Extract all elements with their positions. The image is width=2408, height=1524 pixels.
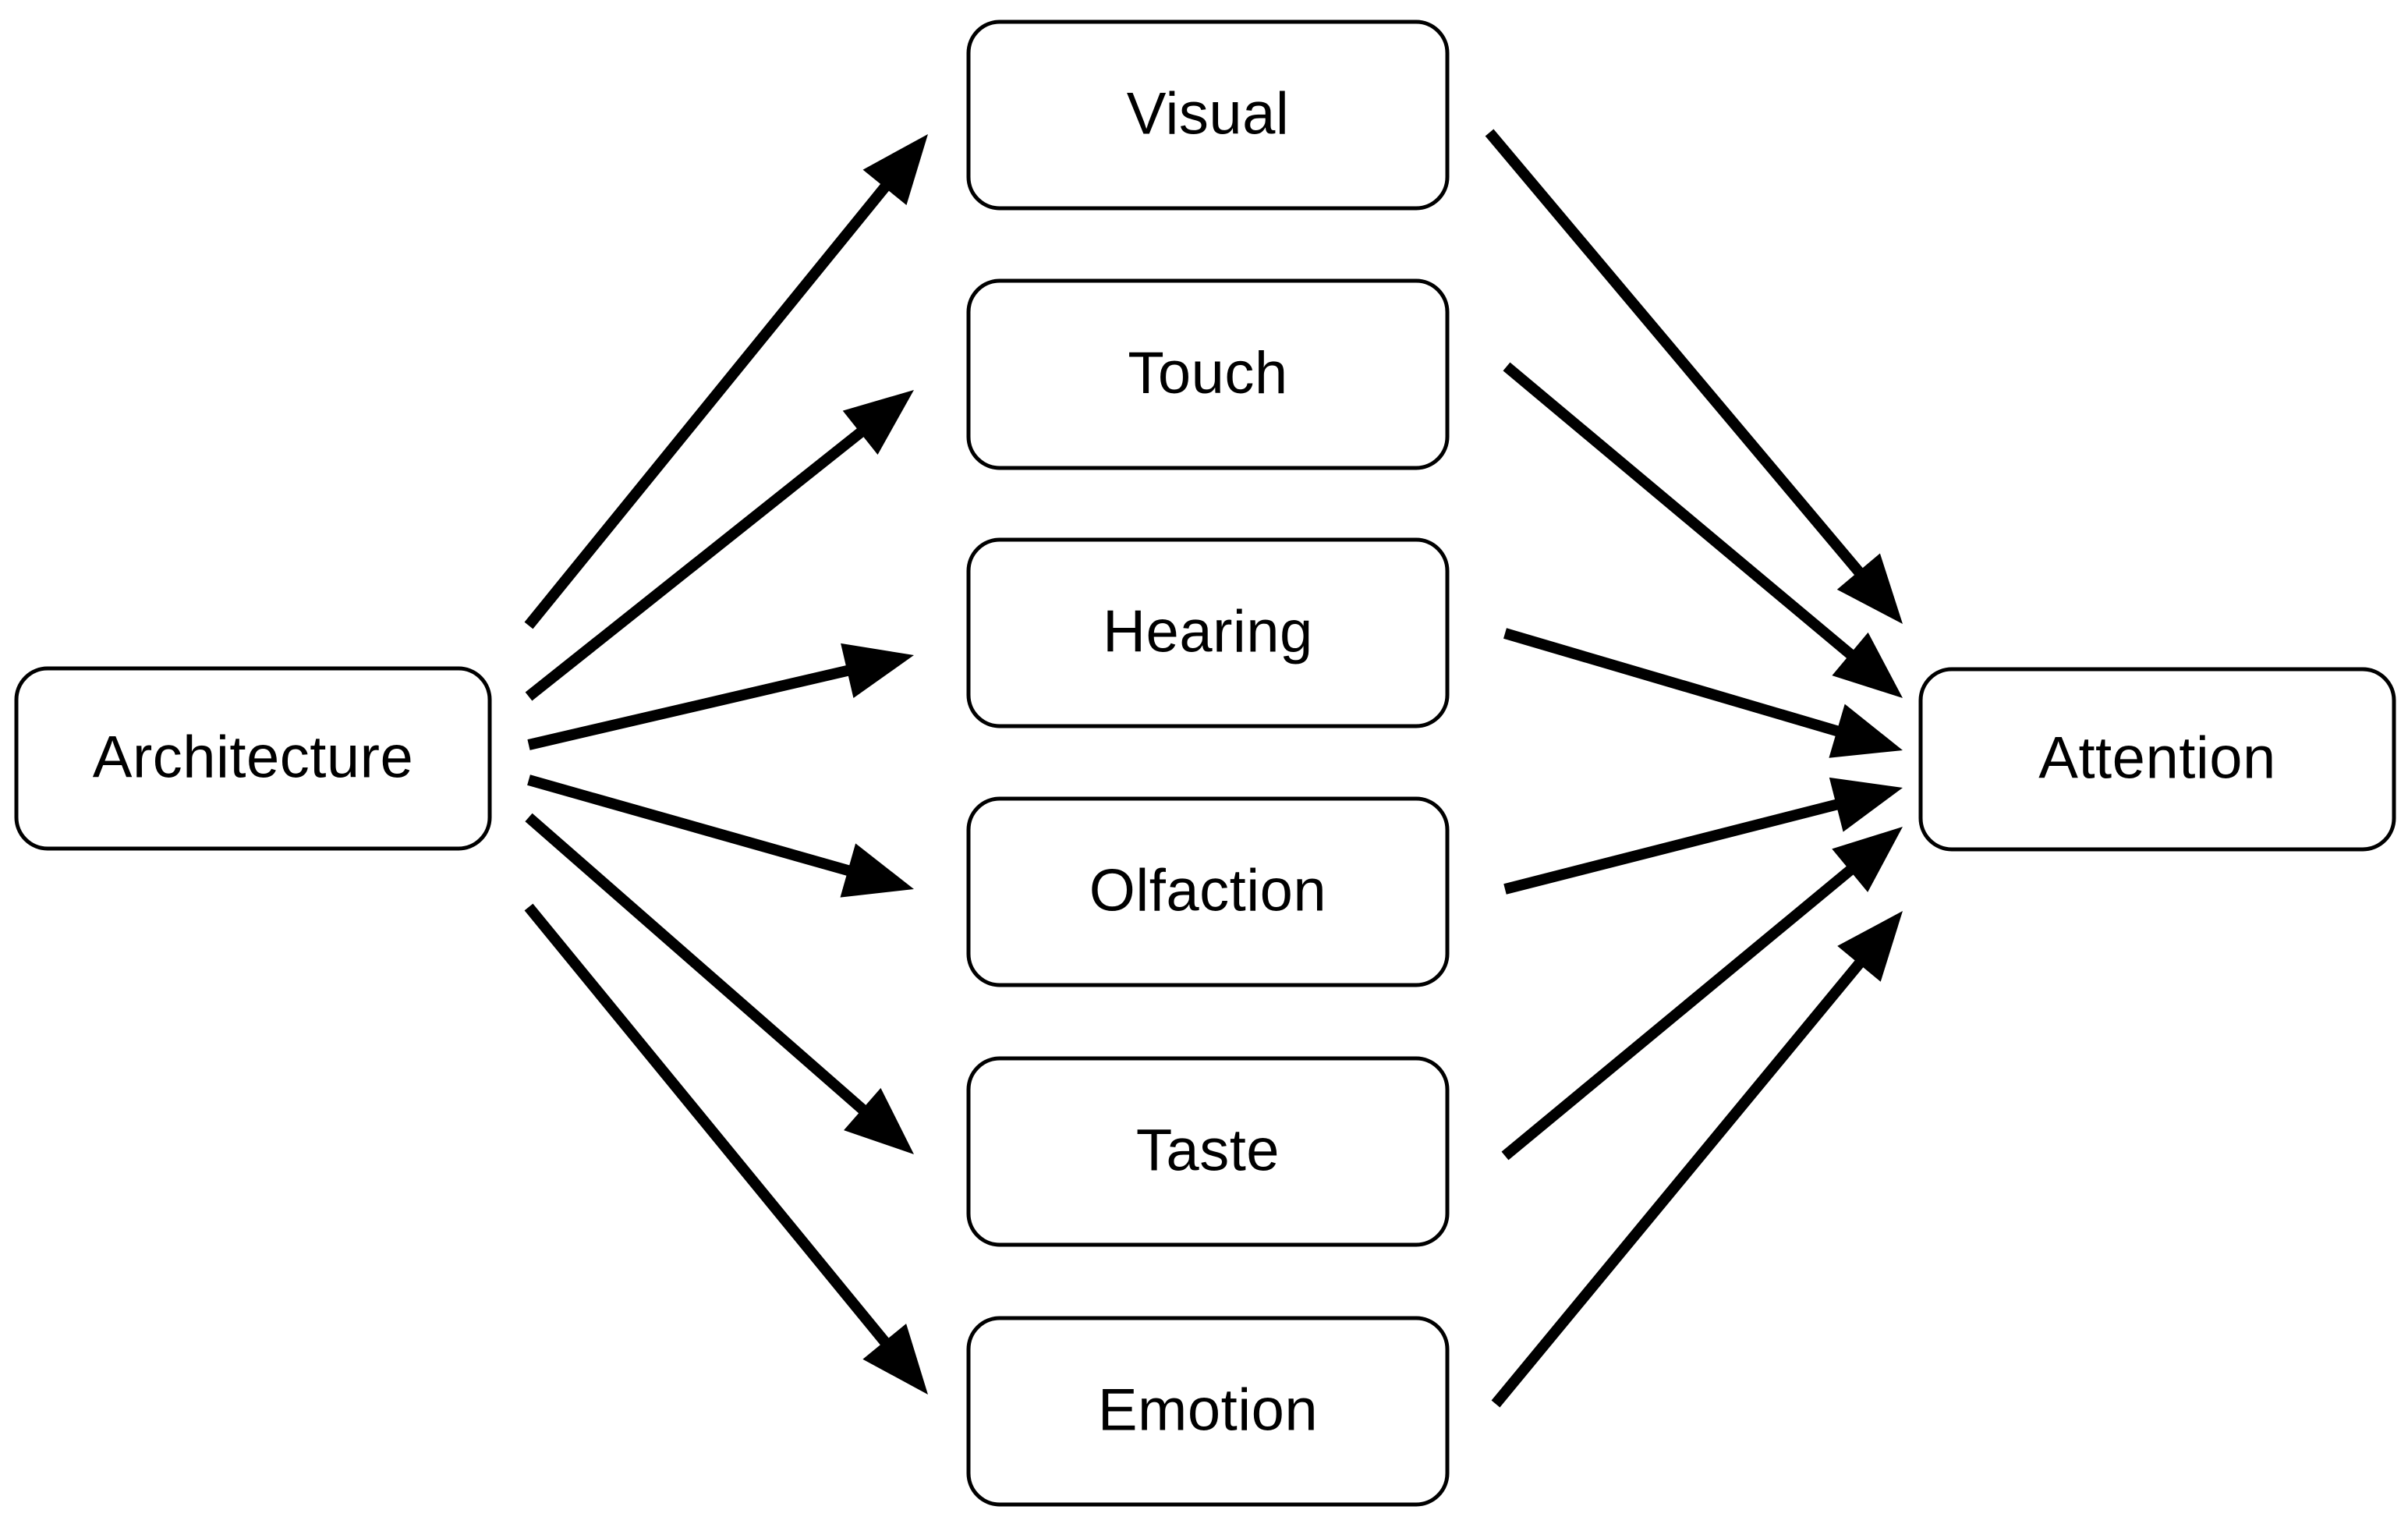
edge-line-hearing <box>527 664 855 750</box>
architecture-box[interactable] <box>14 666 492 851</box>
node-emotion[interactable]: Emotion <box>966 1316 1450 1507</box>
edge-architecture-to-emotion <box>524 903 928 1395</box>
arrowhead-icon-hearing <box>1829 704 1903 758</box>
hearing-box[interactable] <box>966 537 1450 728</box>
arrowhead-icon-emotion <box>1837 911 1903 982</box>
edge-visual-to-attention <box>1485 129 1903 624</box>
node-visual[interactable]: Visual <box>966 19 1450 211</box>
arrowhead-icon-touch <box>842 390 914 455</box>
visual-box[interactable] <box>966 19 1450 211</box>
olfaction-box[interactable] <box>966 796 1450 987</box>
architecture-label: Architecture <box>93 725 414 791</box>
arrowhead-icon-taste <box>844 1087 914 1154</box>
edge-architecture-to-olfaction <box>527 774 914 898</box>
edge-taste-to-attention <box>1501 827 1903 1161</box>
edge-line-visual <box>1485 129 1867 580</box>
emotion-box[interactable] <box>966 1316 1450 1507</box>
edge-line-olfaction <box>1503 797 1844 895</box>
olfaction-label: Olfaction <box>1089 858 1326 924</box>
edge-line-taste <box>1501 862 1858 1161</box>
arrowhead-icon-visual <box>1836 553 1903 624</box>
arrowhead-icon-hearing <box>841 643 914 699</box>
arrowhead-icon-olfaction <box>1829 777 1903 832</box>
arrowhead-icon-visual <box>862 134 928 205</box>
edge-architecture-to-visual <box>524 134 928 629</box>
touch-label: Touch <box>1128 340 1287 406</box>
edge-line-touch <box>525 424 869 701</box>
arrowhead-icon-touch <box>1832 632 1903 698</box>
attention-label: Attention <box>2038 725 2276 792</box>
arrowhead-icon-taste <box>1832 827 1903 892</box>
node-taste[interactable]: Taste <box>966 1056 1450 1247</box>
edges-architecture-to-senses <box>524 134 928 1395</box>
edges-senses-to-attention <box>1485 129 1903 1408</box>
attention-box[interactable] <box>1918 667 2396 852</box>
edge-olfaction-to-attention <box>1503 777 1903 895</box>
node-attention[interactable]: Attention <box>1918 667 2396 852</box>
taste-label: Taste <box>1136 1118 1280 1184</box>
edge-hearing-to-attention <box>1503 628 1903 758</box>
node-touch[interactable]: Touch <box>966 278 1450 470</box>
edge-line-olfaction <box>527 774 855 877</box>
arrowhead-icon-emotion <box>862 1324 928 1395</box>
arrowhead-icon-olfaction <box>840 843 914 898</box>
edge-line-visual <box>524 179 893 629</box>
hearing-label: Hearing <box>1103 599 1313 665</box>
edge-line-emotion <box>1491 955 1868 1408</box>
edge-architecture-to-touch <box>525 390 914 701</box>
edge-architecture-to-taste <box>525 813 914 1154</box>
edge-line-touch <box>1503 362 1859 663</box>
taste-box[interactable] <box>966 1056 1450 1247</box>
visual-label: Visual <box>1127 81 1290 147</box>
node-olfaction[interactable]: Olfaction <box>966 796 1450 987</box>
edge-emotion-to-attention <box>1491 911 1903 1408</box>
touch-box[interactable] <box>966 278 1450 470</box>
edge-touch-to-attention <box>1503 362 1903 698</box>
emotion-label: Emotion <box>1098 1377 1318 1444</box>
edge-line-taste <box>525 813 871 1118</box>
node-architecture[interactable]: Architecture <box>14 666 492 851</box>
edge-line-hearing <box>1503 628 1845 739</box>
edge-line-emotion <box>524 903 893 1350</box>
edge-architecture-to-hearing <box>527 643 914 750</box>
node-hearing[interactable]: Hearing <box>966 537 1450 728</box>
